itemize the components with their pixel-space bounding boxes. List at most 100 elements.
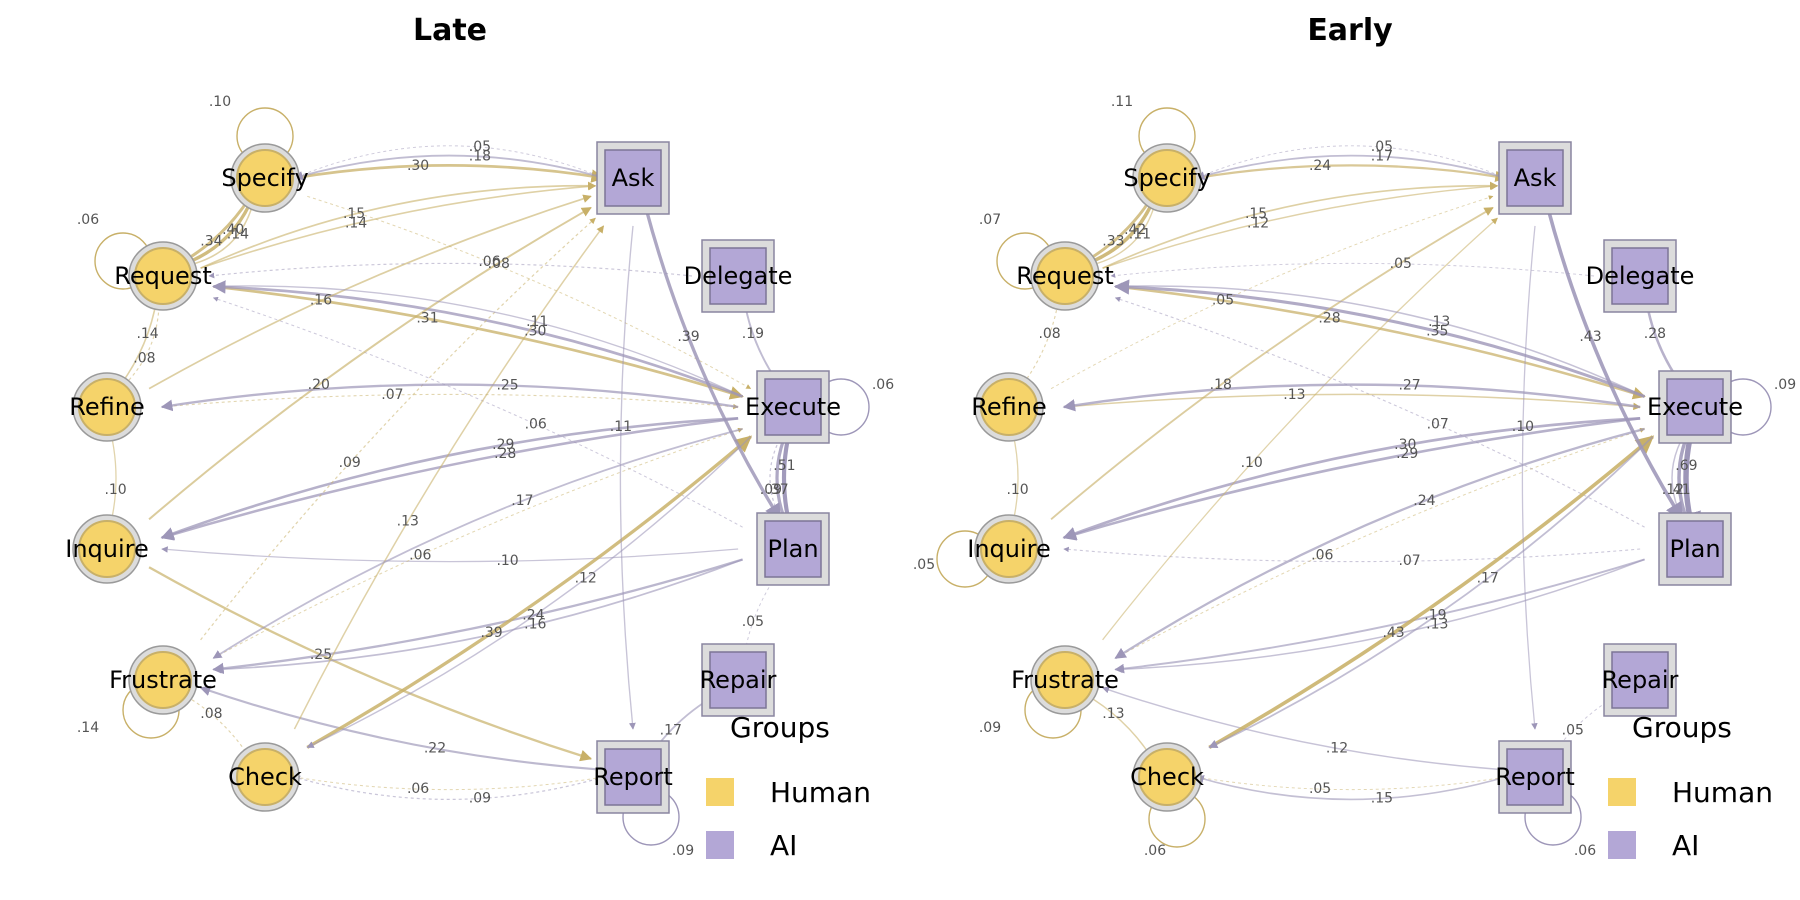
node-label: Report — [593, 763, 673, 791]
edge-execute-to-request — [1113, 279, 1646, 398]
edge-request-to-execute — [213, 285, 744, 400]
edge-weight-label: .05 — [1562, 722, 1584, 738]
edge-weight-label: .18 — [469, 149, 491, 165]
legend-label-ai: AI — [1672, 829, 1699, 862]
edge-check-to-execute — [1208, 435, 1655, 749]
node-label: Refine — [971, 393, 1046, 421]
edge-weight-label: .11 — [1129, 227, 1151, 243]
edge-check-to-execute — [306, 435, 753, 749]
self-loop-label: .11 — [1111, 94, 1133, 110]
edge-weight-label: .31 — [416, 311, 438, 327]
node-label: Plan — [1669, 535, 1720, 563]
node-report: Report — [593, 740, 673, 814]
ai-node-box — [1611, 247, 1669, 305]
node-refine: Refine — [69, 372, 145, 442]
edge-weight-label: .18 — [1210, 377, 1232, 393]
edge-inquire-to-ask — [1050, 206, 1494, 521]
edge-weight-label: .34 — [200, 234, 222, 250]
edge-execute-to-frustrate — [1114, 427, 1645, 660]
edge-weight-label: .06 — [407, 781, 429, 797]
edge-delegate-to-request — [1110, 262, 1595, 278]
edge-execute-to-inquire — [1062, 417, 1641, 540]
node-specify: Specify — [221, 143, 309, 213]
edge-weight-label: .09 — [760, 482, 782, 498]
edge-inquire-to-ask — [148, 206, 592, 521]
node-label: Repair — [1602, 666, 1679, 694]
edge-weight-label: .05 — [1371, 139, 1393, 155]
node-label: Delegate — [684, 262, 793, 290]
node-request: Request — [1016, 241, 1114, 311]
edge-weight-label: .17 — [511, 493, 533, 509]
edge-weight-label: .19 — [1424, 607, 1446, 623]
edge-weight-label: .10 — [1241, 455, 1263, 471]
edge-weight-label: .14 — [345, 215, 367, 231]
self-loop-label: .10 — [209, 94, 231, 110]
edge-weight-label: .27 — [1398, 378, 1420, 394]
node-delegate: Delegate — [684, 239, 793, 313]
edge-ask-to-plan — [644, 207, 782, 521]
edge-refine-to-ask — [148, 194, 592, 390]
edge-weight-label: .51 — [773, 458, 795, 474]
self-loop-label: .06 — [1574, 843, 1596, 859]
self-loop-label: .06 — [1144, 843, 1166, 859]
edge-check-to-report — [294, 775, 605, 791]
edge-execute-to-refine — [160, 383, 739, 412]
node-label: Ask — [1514, 164, 1557, 192]
self-loop-label: .09 — [979, 720, 1001, 736]
edge-refine-to-execute — [1063, 393, 1641, 411]
node-label: Delegate — [1586, 262, 1695, 290]
edge-report-to-frustrate — [1101, 686, 1498, 770]
ai-node-box — [1506, 149, 1564, 207]
edge-weight-label: .20 — [308, 377, 330, 393]
edge-weight-label: .14 — [227, 227, 249, 243]
ai-node-box — [1666, 520, 1724, 578]
edge-weight-label: .25 — [496, 378, 518, 394]
self-loop-label: .06 — [872, 377, 894, 393]
edge-refine-to-ask — [1050, 195, 1494, 390]
edge-weight-label: .24 — [1309, 158, 1331, 174]
node-frustrate: Frustrate — [109, 645, 217, 715]
edge-weight-label: .17 — [660, 722, 682, 738]
node-label: Check — [228, 763, 302, 791]
edge-execute-to-request — [212, 280, 744, 398]
edge-weight-label: .42 — [1124, 222, 1146, 238]
edge-frustrate-to-execute — [213, 427, 744, 659]
edge-execute-to-inquire — [160, 417, 739, 540]
edge-plan-to-frustrate — [212, 558, 743, 674]
edge-weight-label: .06 — [525, 416, 547, 432]
node-repair: Repair — [700, 643, 777, 717]
late-panel-title: Late — [413, 13, 487, 48]
edge-execute-to-inquire — [160, 417, 739, 541]
human-node-disc — [1138, 149, 1196, 207]
human-node-disc — [134, 651, 192, 709]
human-node-disc — [236, 149, 294, 207]
edge-weight-label: .05 — [1212, 293, 1234, 309]
edge-weight-label: .10 — [104, 482, 126, 498]
edge-execute-to-check — [1208, 435, 1654, 749]
edge-weight-label: .43 — [1382, 625, 1404, 641]
node-label: Request — [114, 262, 212, 290]
human-node-disc — [1036, 651, 1094, 709]
edge-weight-label: .07 — [381, 387, 403, 403]
edge-weight-label: .09 — [469, 791, 491, 807]
edge-specify-to-ask — [1196, 164, 1507, 182]
self-loop-label: .06 — [77, 212, 99, 228]
node-label: Check — [1130, 763, 1204, 791]
node-inquire: Inquire — [967, 514, 1051, 584]
self-loop-label: .09 — [1774, 377, 1796, 393]
edge-weight-label: .41 — [1668, 482, 1690, 498]
human-node-disc — [134, 247, 192, 305]
edge-plan-to-request — [1114, 296, 1645, 528]
edge-weight-label: .13 — [397, 514, 419, 530]
edge-request-to-ask — [200, 182, 597, 269]
edge-frustrate-to-ask — [200, 217, 596, 641]
edge-plan-to-inquire — [161, 546, 739, 563]
edge-weight-label: .12 — [1326, 741, 1348, 757]
edge-weight-label: .24 — [1413, 493, 1435, 509]
edge-weight-label: .17 — [1477, 571, 1499, 587]
edge-weight-label: .07 — [1427, 416, 1449, 432]
ai-node-box — [764, 520, 822, 578]
edge-weight-label: .12 — [1247, 215, 1269, 231]
edge-weight-label: .10 — [496, 553, 518, 569]
edge-specify-to-execute — [307, 195, 752, 390]
